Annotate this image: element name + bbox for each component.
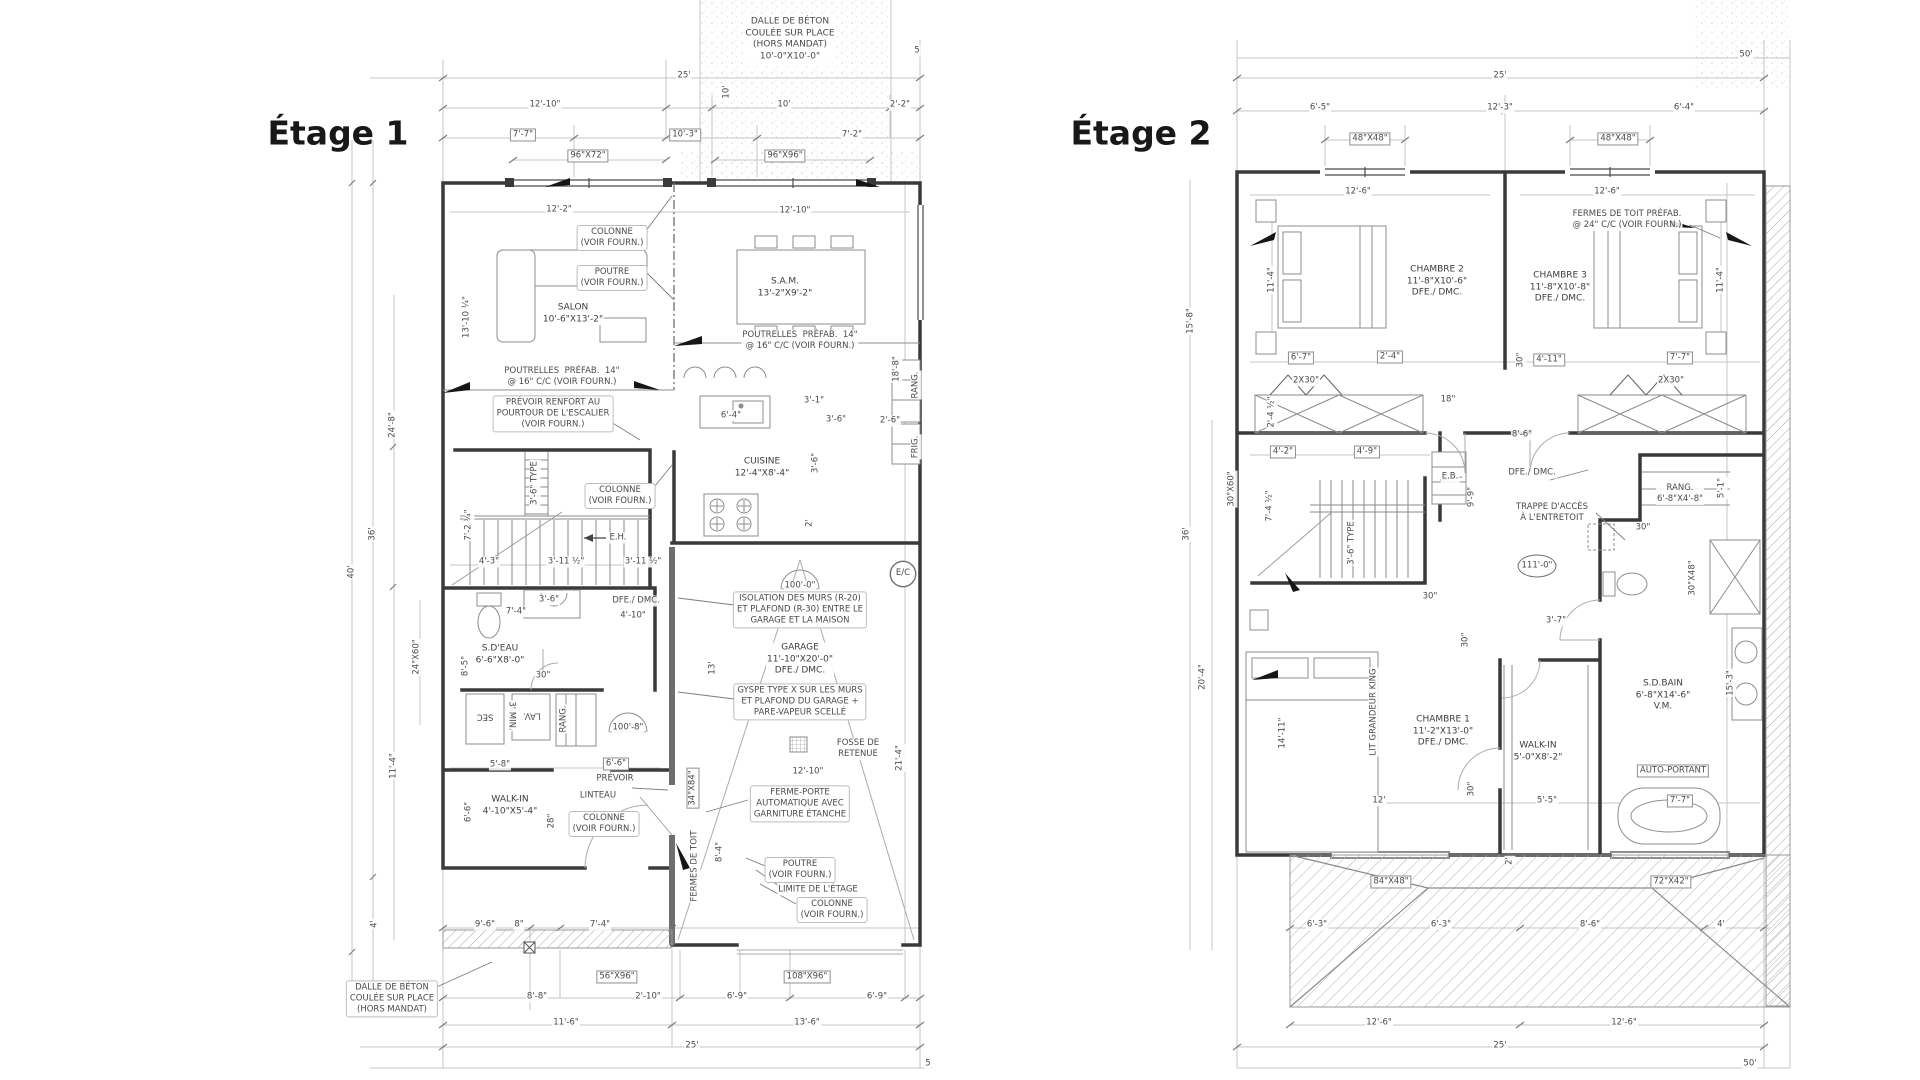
plan-title-etage-1: Étage 1 [267, 113, 409, 153]
eh-arrow [584, 534, 606, 542]
doors-etage2 [1424, 432, 1601, 791]
stairs-etage2 [1257, 480, 1425, 578]
leader-arrows-etage1 [443, 178, 880, 870]
stairs-etage1 [451, 452, 650, 586]
porch-etage1 [442, 929, 673, 954]
garage-etage1 [530, 559, 915, 955]
concrete-texture [678, 0, 1790, 182]
leader-lines-etage2 [1439, 224, 1721, 541]
closets-etage2 [1254, 374, 1747, 434]
fixtures-etage1 [465, 235, 921, 753]
windows-etage1 [505, 177, 924, 320]
plan-title-etage-2: Étage 2 [1070, 113, 1212, 153]
fixtures-etage2 [1245, 199, 1763, 853]
